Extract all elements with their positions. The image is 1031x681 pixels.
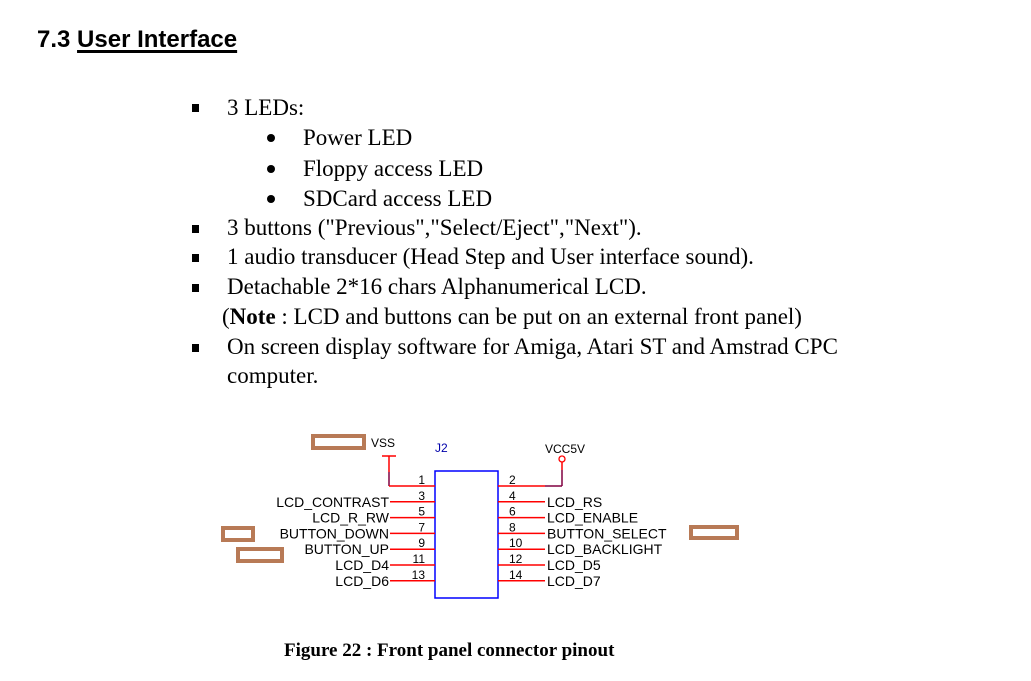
square-bullet-icon — [192, 254, 199, 262]
pin-number: 1 — [418, 473, 425, 487]
net-label: LCD_R_RW — [312, 510, 390, 526]
net-label: BUTTON_UP — [304, 541, 389, 557]
pin-number: 4 — [509, 489, 516, 503]
pin-number: 3 — [418, 489, 425, 503]
connector-ref-label: J2 — [435, 441, 448, 455]
list-item-text: 3 LEDs: — [227, 95, 305, 120]
net-label: BUTTON_SELECT — [547, 525, 667, 541]
net-label: LCD_D6 — [335, 573, 389, 589]
square-bullet-icon — [192, 284, 199, 292]
figure-caption: Figure 22 : Front panel connector pinout — [284, 640, 615, 661]
section-title: User Interface — [77, 26, 238, 53]
list-item-continuation: computer. — [227, 363, 319, 388]
redaction-box — [236, 547, 284, 563]
pin-number: 10 — [509, 536, 523, 550]
list-item-text: 3 buttons ("Previous","Select/Eject","Ne… — [227, 215, 642, 240]
list-item-text: 1 audio transducer (Head Step and User i… — [227, 244, 754, 269]
pin-number: 7 — [418, 520, 425, 534]
sub-list-item: Power LED — [303, 125, 413, 150]
net-label: LCD_D7 — [547, 573, 601, 589]
left-pin-group: 13LCD_CONTRAST5LCD_R_RW7BUTTON_DOWN9BUTT… — [276, 473, 435, 589]
note-text: (Note : LCD and buttons can be put on an… — [222, 303, 802, 331]
pin-number: 13 — [412, 568, 426, 582]
square-bullet-icon — [192, 344, 199, 352]
note-label: Note — [229, 304, 276, 329]
sub-list-item: SDCard access LED — [303, 186, 493, 211]
section-number: 7.3 — [37, 26, 71, 53]
net-label: BUTTON_DOWN — [280, 525, 389, 541]
list-item-text: On screen display software for Amiga, At… — [227, 334, 838, 359]
pin-number: 12 — [509, 552, 523, 566]
square-bullet-icon — [192, 104, 199, 112]
square-bullet-icon — [192, 225, 199, 233]
pin-number: 9 — [418, 536, 425, 550]
net-label: LCD_RS — [547, 494, 602, 510]
section-heading: 7.3 User Interface — [37, 26, 237, 54]
note-body: : LCD and buttons can be put on an exter… — [275, 304, 802, 329]
power-symbol-icon — [558, 455, 566, 463]
round-bullet-icon — [267, 195, 275, 203]
note-paren: ( — [222, 304, 230, 329]
net-label: LCD_BACKLIGHT — [547, 541, 663, 557]
net-label: LCD_D5 — [547, 557, 601, 573]
vss-label: VSS — [371, 436, 395, 450]
pin-number: 14 — [509, 568, 523, 582]
right-pin-group: 2 4 LCD_RS 6 LCD_ENABLE 8 BUTTON_SELECT 10 LCD_B… — [498, 473, 667, 589]
redaction-box — [311, 434, 366, 450]
net-label: LCD_D4 — [335, 557, 389, 573]
pin-number: 8 — [509, 520, 516, 534]
round-bullet-icon — [267, 134, 275, 142]
net-label: LCD_CONTRAST — [276, 494, 389, 510]
net-label: LCD_ENABLE — [547, 510, 638, 526]
vcc-label: VCC5V — [545, 442, 585, 456]
pin-number: 6 — [509, 505, 516, 519]
sub-list-item: Floppy access LED — [303, 156, 484, 181]
connector-body — [434, 470, 499, 599]
round-bullet-icon — [267, 165, 275, 173]
pin-number: 5 — [418, 505, 425, 519]
pin-number: 11 — [413, 552, 426, 566]
list-item-text: Detachable 2*16 chars Alphanumerical LCD… — [227, 274, 647, 299]
redaction-box — [221, 526, 255, 542]
redaction-box — [689, 525, 739, 540]
pin-number: 2 — [509, 473, 516, 487]
